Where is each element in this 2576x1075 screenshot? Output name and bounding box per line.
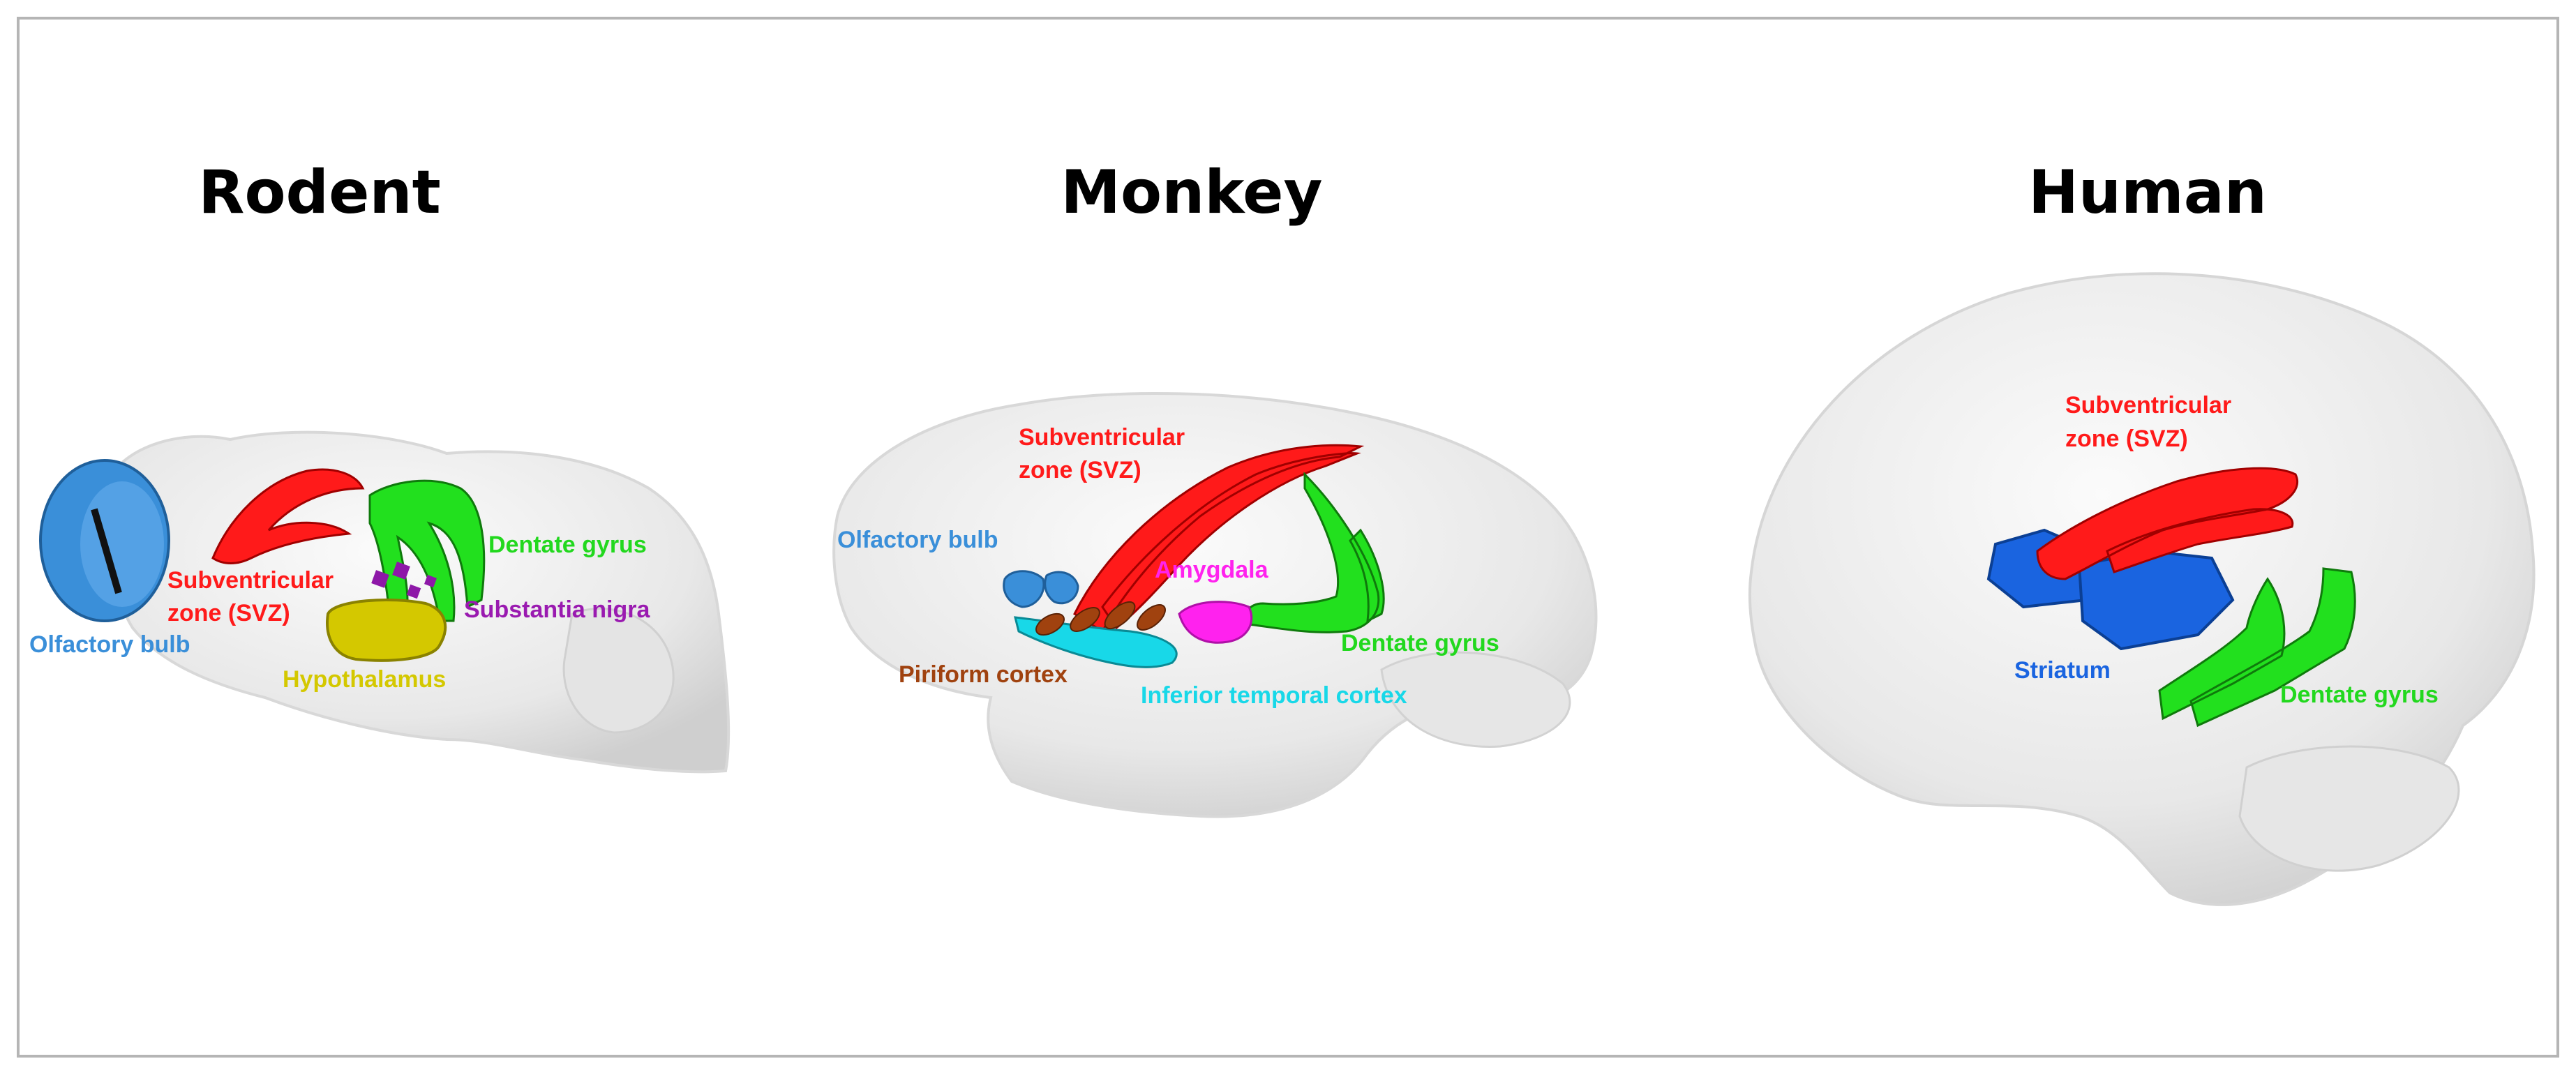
monkey-svz: [1073, 444, 1365, 633]
label-svz-line1: Subventricular: [167, 567, 334, 594]
monkey-cerebellum: [1380, 651, 1571, 748]
panel-title: Monkey: [1061, 158, 1322, 227]
monkey-olfactory-bulb: [1003, 570, 1079, 608]
rodent-svz: [211, 468, 365, 564]
rodent-olfactory-bulb: [39, 459, 170, 622]
label-dentate-gyrus: Dentate gyrus: [1341, 630, 1499, 656]
label-svz-line2: zone (SVZ): [1019, 457, 1141, 483]
rodent-substantia-nigra: [371, 562, 437, 599]
human-panel: Human Subventricular zone (SVZ) Striatum…: [1748, 158, 2536, 906]
label-svz-line2: zone (SVZ): [2065, 426, 2188, 452]
rodent-panel: Rodent Olfactory bulb Subventricular zon…: [29, 158, 731, 774]
label-striatum: Striatum: [2014, 657, 2111, 684]
label-substantia-nigra: Substantia nigra: [464, 596, 650, 623]
panel-title: Human: [2028, 158, 2267, 227]
monkey-dentate-gyrus: [1245, 472, 1385, 633]
label-dentate-gyrus: Dentate gyrus: [488, 532, 647, 558]
label-piriform-cortex: Piriform cortex: [899, 661, 1068, 688]
human-svz: [2036, 467, 2299, 580]
label-dentate-gyrus: Dentate gyrus: [2280, 682, 2439, 708]
label-inferior-temporal-cortex: Inferior temporal cortex: [1141, 682, 1407, 709]
label-hypothalamus: Hypothalamus: [283, 666, 446, 693]
label-olfactory-bulb: Olfactory bulb: [837, 527, 998, 553]
label-svz-line1: Subventricular: [1019, 424, 1185, 451]
monkey-panel: Monkey Subventricular zone (SVZ) Olfacto…: [832, 158, 1598, 818]
rodent-cerebellum: [562, 608, 675, 734]
label-svz-line2: zone (SVZ): [167, 600, 290, 626]
monkey-amygdala: [1178, 601, 1253, 644]
label-olfactory-bulb: Olfactory bulb: [29, 631, 190, 658]
human-cerebellum: [2238, 745, 2460, 872]
panel-title: Rodent: [198, 158, 441, 227]
monkey-piriform-cortex: [1035, 601, 1166, 636]
label-svz-line1: Subventricular: [2065, 392, 2231, 419]
rodent-hypothalamus: [326, 599, 447, 662]
human-dentate-gyrus: [2158, 567, 2356, 728]
label-amygdala: Amygdala: [1155, 557, 1269, 583]
